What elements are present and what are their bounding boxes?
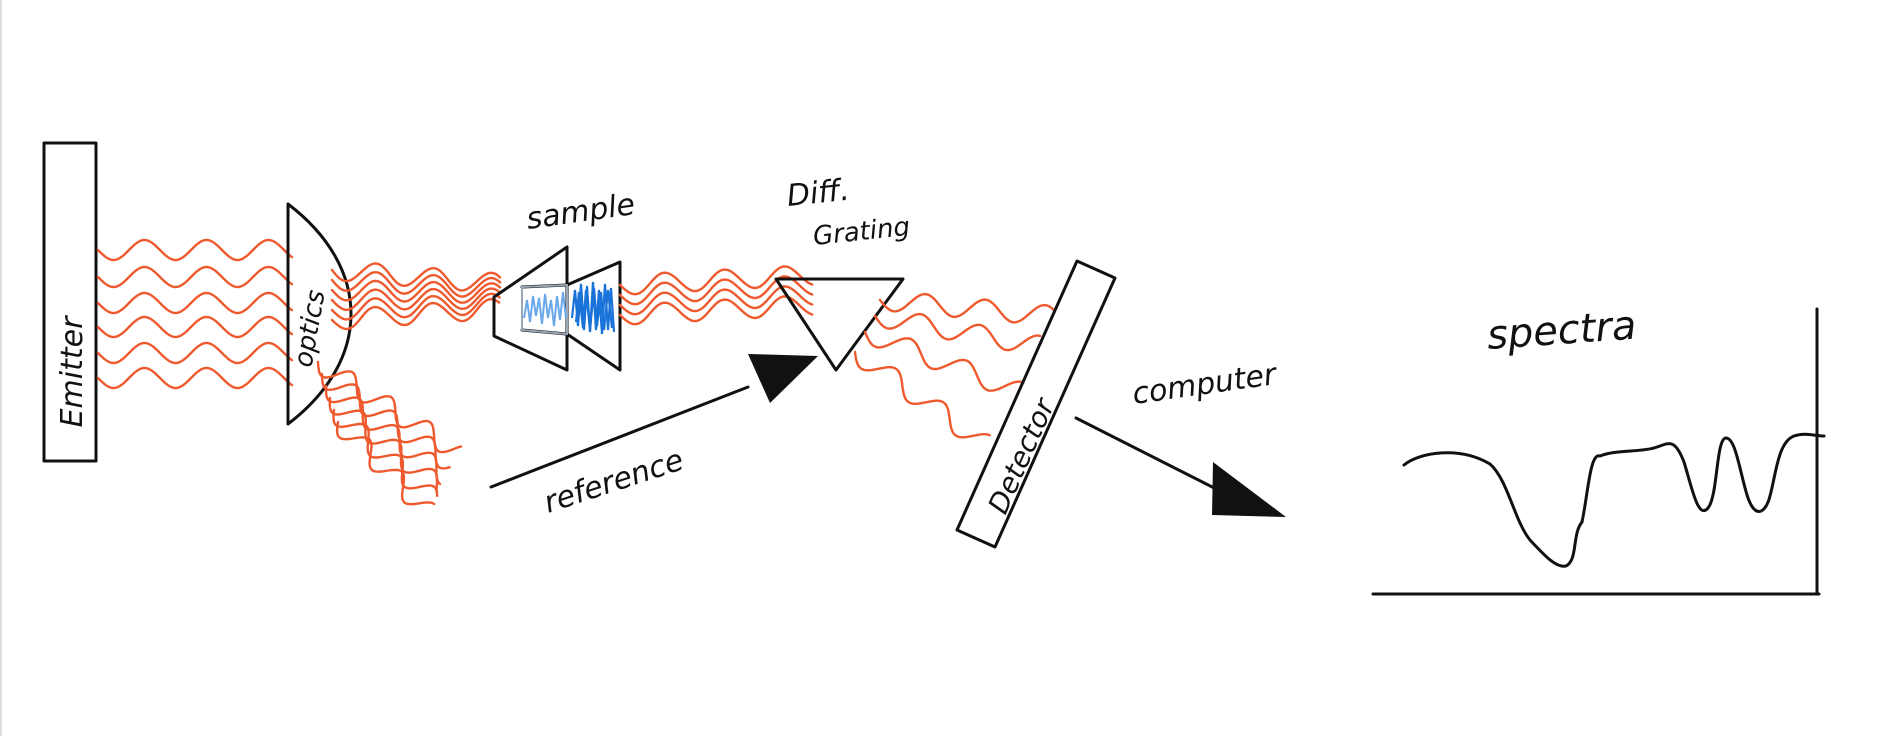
optics-label: optics <box>289 288 332 370</box>
spectra-label: spectra <box>1485 303 1637 359</box>
reference-arrow: reference <box>489 354 818 521</box>
computer-label: computer <box>1130 357 1280 412</box>
light-wave <box>873 312 1042 352</box>
computer-arrow: computer <box>1074 357 1286 517</box>
emitter-box <box>42 141 98 463</box>
light-wave <box>96 238 294 262</box>
detector-box <box>955 259 1117 549</box>
grating-label-line1: Diff. <box>785 173 851 214</box>
light-wave <box>863 330 1025 392</box>
reference-arrowhead <box>748 354 818 403</box>
light-wave <box>96 341 294 365</box>
optics-lens: optics <box>286 202 353 426</box>
optics-to-sample-waves <box>330 262 502 331</box>
sample-to-grating-waves <box>618 265 814 326</box>
light-wave <box>96 291 294 315</box>
light-wave <box>316 360 463 454</box>
detector: Detector <box>955 259 1117 549</box>
sample-cuvette: sample <box>492 187 637 372</box>
light-wave <box>618 295 814 326</box>
light-wave <box>878 292 1055 324</box>
light-wave <box>96 366 294 390</box>
light-wave <box>330 262 502 292</box>
emitter: Emitter <box>42 141 98 463</box>
light-wave <box>324 384 442 486</box>
diffracted-light-waves <box>853 292 1055 439</box>
emitter-light-waves <box>96 238 294 390</box>
sample-signal-right <box>570 281 616 335</box>
light-wave <box>332 408 439 497</box>
light-wave <box>330 292 501 321</box>
computer-arrowhead <box>1212 462 1286 517</box>
sample-signal-left <box>523 291 567 327</box>
detector-label: Detector <box>981 392 1061 518</box>
emitter-label: Emitter <box>55 315 90 427</box>
optics-lens-shape <box>286 202 353 426</box>
grating-label-line2: Grating <box>812 212 912 252</box>
light-wave <box>330 297 501 331</box>
sample-front-face <box>492 245 569 372</box>
spectra-curve <box>1402 432 1826 568</box>
light-wave <box>330 271 502 298</box>
light-wave <box>96 315 294 339</box>
light-wave <box>618 285 814 316</box>
scattered-light-waves <box>316 360 463 506</box>
light-wave <box>330 279 502 304</box>
light-wave <box>335 420 436 506</box>
light-wave <box>328 396 439 494</box>
light-wave <box>320 372 451 470</box>
light-wave <box>853 350 991 439</box>
sample-light-outline <box>521 283 568 336</box>
light-wave <box>96 265 294 289</box>
light-wave <box>618 265 814 296</box>
sample-label: sample <box>524 187 637 237</box>
grating-prism <box>774 277 905 372</box>
reference-label: reference <box>540 443 688 521</box>
spectra-plot: spectra <box>1371 303 1826 596</box>
light-wave <box>330 287 502 312</box>
